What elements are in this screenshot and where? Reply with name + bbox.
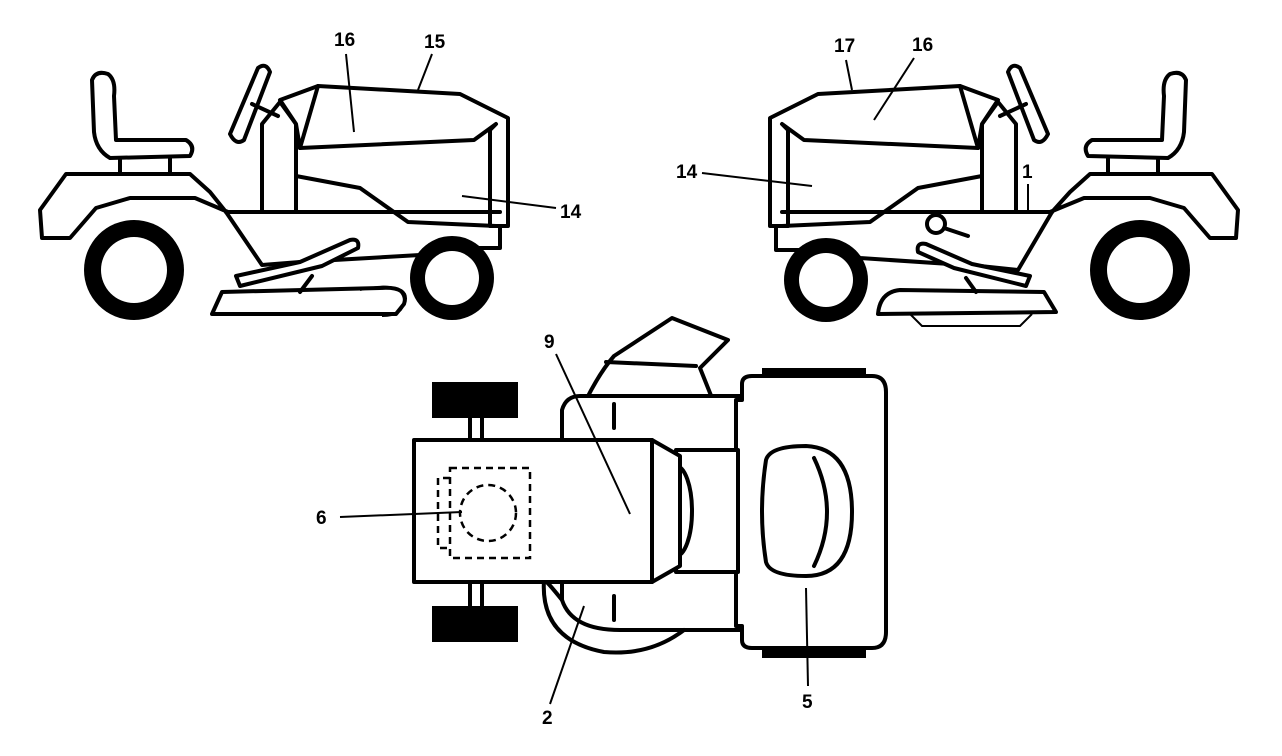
leader-17 [845, 59, 853, 91]
tractor-left-side-view [38, 63, 510, 320]
engine-offset-outline [436, 476, 450, 550]
front-wheel-hub [425, 251, 479, 305]
leader-9 [555, 353, 631, 515]
seat [1083, 70, 1188, 160]
front-right-tire [432, 606, 518, 642]
steering-column [250, 102, 280, 118]
seat-top [760, 444, 854, 578]
hood-top [412, 438, 682, 584]
rear-wheel-hub [101, 237, 167, 303]
steering-column [998, 102, 1028, 118]
rear-fender [38, 172, 502, 267]
callout-2: 2 [542, 708, 553, 729]
callout-9: 9 [544, 332, 555, 353]
callout-15: 15 [424, 32, 446, 53]
callout-1: 1 [1022, 162, 1033, 183]
leader-15 [417, 53, 433, 91]
steering-wheel [228, 63, 272, 144]
seat-backrest [812, 456, 829, 568]
seat-post [118, 156, 172, 174]
discharge-chute [584, 316, 730, 402]
deck-hanger [964, 276, 978, 294]
callout-17: 17 [834, 36, 855, 57]
tractor-right-side-view [768, 63, 1240, 327]
steering-wheel [1006, 63, 1050, 144]
deck-hanger [298, 274, 314, 294]
front-wheel-hub [799, 253, 853, 307]
leader-2 [549, 605, 585, 705]
callout-14-left: 14 [560, 202, 582, 223]
hood-edge [958, 84, 980, 150]
leader-14-left [461, 195, 557, 209]
mower-deck [876, 288, 1058, 316]
callout-16-left: 16 [334, 30, 355, 51]
callout-14-right: 14 [676, 162, 698, 183]
callout-6: 6 [316, 508, 327, 529]
deck-chute [359, 285, 406, 317]
hood [768, 84, 1000, 228]
foot-pedal [915, 241, 1032, 288]
deck-skirt [909, 313, 1033, 327]
lift-lever [942, 226, 970, 238]
hood-edge [298, 84, 320, 150]
seat [90, 70, 195, 160]
leader-5 [805, 587, 809, 687]
leader-16-right [873, 57, 915, 121]
chute-fold [604, 360, 698, 368]
leader-14-right [701, 172, 813, 187]
callout-5: 5 [802, 692, 813, 713]
hood-side-line [294, 174, 498, 228]
front-axle-stubs [468, 416, 484, 608]
front-left-tire [432, 382, 518, 418]
hood-side-line [780, 174, 984, 228]
rear-wheel-hub [1107, 237, 1173, 303]
lift-knob [925, 213, 947, 235]
tractor-top-view [412, 316, 888, 658]
seat-post [1106, 156, 1160, 174]
rear-fender [774, 172, 1240, 272]
mower-deck [210, 285, 407, 316]
hood [278, 84, 510, 228]
callout-labels: 16 15 14 17 16 14 1 9 6 2 5 [316, 30, 1033, 729]
foot-pedal [234, 237, 361, 288]
leader-6 [339, 511, 463, 518]
callout-16-right: 16 [912, 35, 933, 56]
leader-16-left [345, 53, 355, 133]
leader-lines [339, 53, 1029, 705]
